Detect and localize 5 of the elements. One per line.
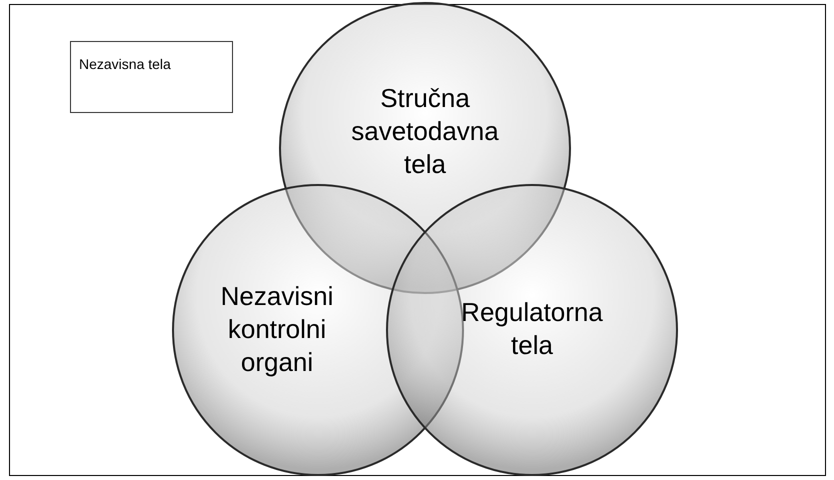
circle-label: Regulatorna tela	[460, 296, 604, 362]
text-box	[70, 41, 233, 113]
circle-label: Nezavisni kontrolni organi	[220, 280, 334, 379]
box-label: Nezavisna tela	[79, 55, 171, 74]
circle-label: Stručna savetodavna tela	[350, 82, 500, 181]
